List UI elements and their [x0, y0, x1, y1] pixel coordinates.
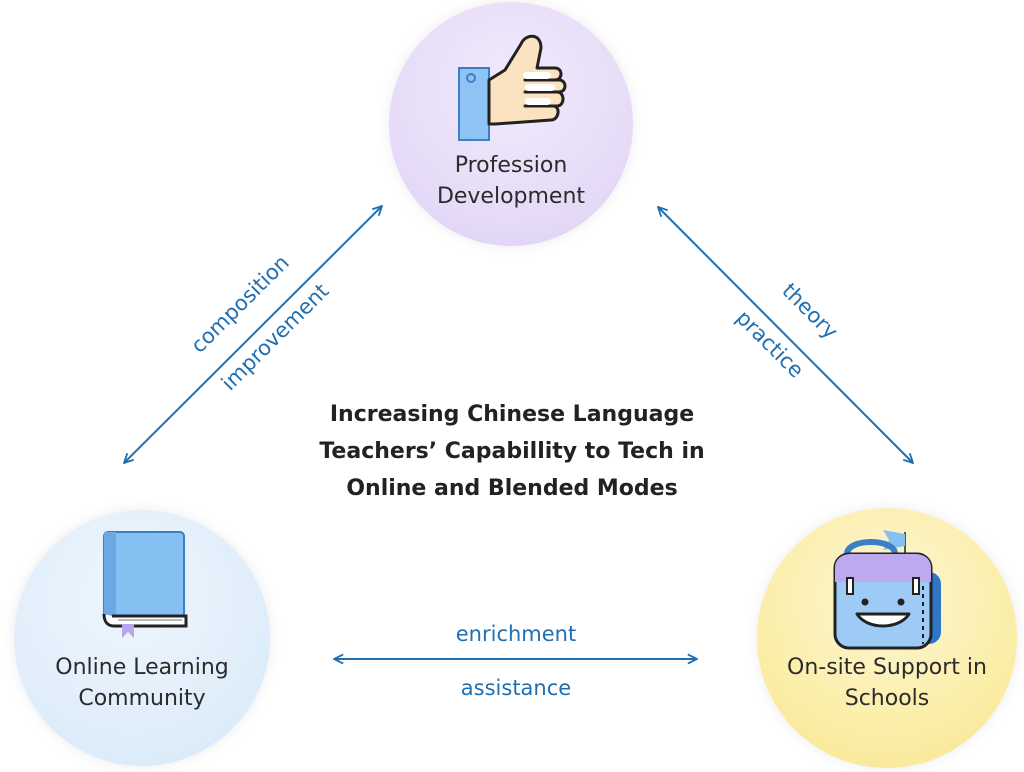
node-label-profession-development: Profession Development [436, 153, 586, 209]
node-profession-development: Profession Development [389, 2, 633, 246]
node-online-learning-community: Online Learning Community [14, 510, 270, 766]
backpack-icon [833, 530, 941, 650]
node-on-site-support: On-site Support in Schools [757, 508, 1017, 768]
center-title: Increasing Chinese Language Teachers’ Ca… [319, 402, 705, 501]
edge-label-enrichment: enrichment [456, 622, 576, 646]
edge-label-assistance: assistance [461, 676, 571, 700]
book-icon [102, 531, 188, 638]
arrow-left-edge [124, 206, 382, 463]
node-label-online-learning-community: Online Learning Community [55, 655, 229, 711]
node-label-on-site-support: On-site Support in Schools [787, 655, 987, 711]
arrow-right-edge [658, 207, 913, 463]
thumbs-up-icon [458, 34, 567, 141]
edge-label-theory: theory [777, 278, 842, 343]
edge-label-practice: practice [731, 306, 808, 383]
